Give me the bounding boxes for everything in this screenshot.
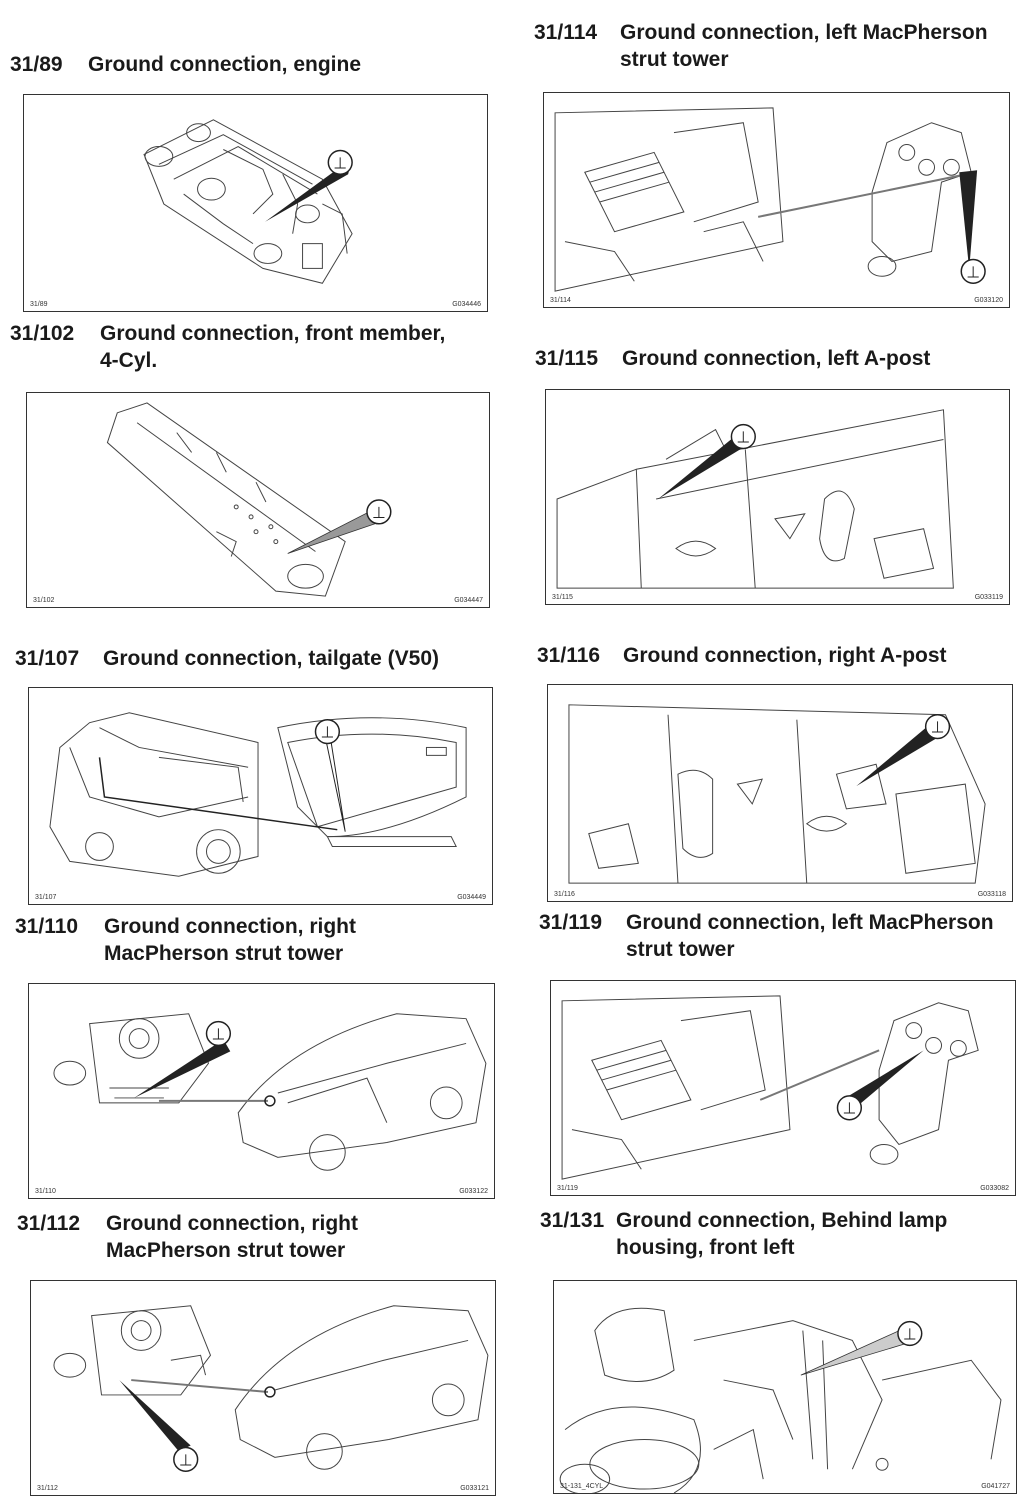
figure-code: G034447 bbox=[454, 597, 483, 604]
figure-code: G033118 bbox=[977, 891, 1006, 898]
figure-31-112: ⊥ 31/112 G033121 bbox=[30, 1280, 496, 1496]
figure-label: 31/115 bbox=[552, 594, 573, 601]
figure-label: 31/114 bbox=[550, 297, 571, 304]
figure-31-107: ⊥ 31/107 G034449 bbox=[28, 687, 493, 905]
ground-symbol-icon: ⊥ bbox=[366, 499, 392, 525]
section-title: Ground connection, right bbox=[106, 1212, 358, 1235]
figure-31-89: ⊥ 31/89 G034446 bbox=[23, 94, 488, 312]
section-number: 31/114 bbox=[534, 21, 598, 44]
section-number: 31/110 bbox=[15, 915, 79, 938]
strut-tower-right-alt-illustration: ⊥ bbox=[53, 1305, 489, 1472]
ground-symbol-icon: ⊥ bbox=[205, 1020, 232, 1047]
figure-code: G033120 bbox=[974, 297, 1003, 304]
section-number: 31/107 bbox=[15, 647, 80, 670]
ground-symbol-icon: ⊥ bbox=[730, 423, 756, 450]
figure-31-131: ⊥ 31-131_4CYL G041727 bbox=[553, 1280, 1017, 1494]
figure-31-119: ⊥ 31/119 G033082 bbox=[550, 980, 1016, 1196]
section-number: 31/89 bbox=[10, 53, 63, 76]
figure-label: 31/107 bbox=[35, 894, 57, 901]
section-number: 31/102 bbox=[10, 322, 75, 345]
section-number: 31/119 bbox=[539, 911, 603, 934]
figure-31-116: ⊥ 31/116 G033118 bbox=[547, 684, 1013, 902]
section-title-line2: housing, front left bbox=[616, 1236, 795, 1259]
section-title: Ground connection, front member, bbox=[100, 322, 446, 345]
lamp-housing-illustration: ⊥ bbox=[559, 1307, 1002, 1493]
section-number: 31/116 bbox=[537, 644, 601, 667]
figure-31-110: ⊥ 31/110 G033122 bbox=[28, 983, 495, 1199]
figure-code: G041727 bbox=[981, 1483, 1010, 1490]
section-title-line2: MacPherson strut tower bbox=[104, 942, 344, 965]
figure-code: G033121 bbox=[460, 1485, 489, 1492]
figure-code: G033082 bbox=[980, 1185, 1009, 1192]
tailgate-illustration: ⊥ bbox=[49, 712, 467, 877]
section-title-line2: MacPherson strut tower bbox=[106, 1239, 346, 1262]
front-member-illustration: ⊥ bbox=[106, 402, 392, 597]
figure-label: 31/112 bbox=[37, 1485, 58, 1492]
figure-code: G033119 bbox=[974, 594, 1003, 601]
section-title: Ground connection, left A-post bbox=[622, 347, 931, 370]
ground-symbol-icon: ⊥ bbox=[897, 1320, 923, 1347]
figure-31-114: ⊥ 31/114 G033120 bbox=[543, 92, 1010, 308]
ground-symbol-icon: ⊥ bbox=[173, 1446, 199, 1472]
figure-code: G033122 bbox=[459, 1188, 488, 1195]
section-number: 31/115 bbox=[535, 347, 599, 370]
figure-31-102: ⊥ 31/102 G034447 bbox=[26, 392, 490, 608]
svg-text:⊥: ⊥ bbox=[903, 1324, 917, 1343]
section-number: 31/131 bbox=[540, 1209, 605, 1232]
section-title: Ground connection, Behind lamp bbox=[616, 1209, 948, 1232]
figure-label: 31-131_4CYL bbox=[560, 1483, 604, 1490]
strut-tower-left-illustration: ⊥ bbox=[554, 107, 986, 292]
strut-tower-right-illustration: ⊥ bbox=[53, 1013, 487, 1171]
ground-symbol-icon: ⊥ bbox=[327, 149, 353, 176]
ground-symbol-icon: ⊥ bbox=[924, 713, 951, 740]
section-title: Ground connection, left MacPherson bbox=[620, 21, 988, 44]
section-title: Ground connection, right bbox=[104, 915, 356, 938]
svg-text:⊥: ⊥ bbox=[736, 428, 750, 447]
figure-code: G034449 bbox=[457, 894, 486, 901]
figure-31-115: ⊥ 31/115 G033119 bbox=[545, 389, 1010, 605]
section-title-line2: strut tower bbox=[620, 48, 729, 71]
svg-text:⊥: ⊥ bbox=[333, 153, 347, 172]
section-title-line2: 4-Cyl. bbox=[100, 349, 158, 372]
figure-label: 31/116 bbox=[554, 891, 575, 898]
a-post-left-illustration: ⊥ bbox=[556, 409, 954, 589]
section-title: Ground connection, left MacPherson bbox=[626, 911, 994, 934]
svg-text:⊥: ⊥ bbox=[842, 1099, 856, 1118]
section-title: Ground connection, right A-post bbox=[623, 644, 947, 667]
engine-illustration: ⊥ bbox=[143, 119, 353, 284]
ground-symbol-icon: ⊥ bbox=[960, 258, 986, 284]
svg-text:⊥: ⊥ bbox=[179, 1450, 193, 1469]
svg-text:⊥: ⊥ bbox=[966, 262, 980, 281]
svg-text:⊥: ⊥ bbox=[931, 718, 945, 737]
ground-symbol-icon: ⊥ bbox=[836, 1095, 863, 1121]
a-post-right-illustration: ⊥ bbox=[568, 704, 986, 884]
section-title: Ground connection, engine bbox=[88, 53, 361, 76]
figure-code: G034446 bbox=[452, 301, 481, 308]
svg-text:⊥: ⊥ bbox=[320, 723, 334, 742]
figure-label: 31/119 bbox=[557, 1185, 578, 1192]
section-title-line2: strut tower bbox=[626, 938, 735, 961]
section-number: 31/112 bbox=[17, 1212, 81, 1235]
ground-symbol-icon: ⊥ bbox=[314, 718, 341, 745]
section-title: Ground connection, tailgate (V50) bbox=[103, 647, 440, 670]
figure-label: 31/102 bbox=[33, 597, 55, 604]
figure-label: 31/110 bbox=[35, 1188, 56, 1195]
svg-text:⊥: ⊥ bbox=[372, 503, 386, 522]
figure-label: 31/89 bbox=[30, 301, 48, 308]
svg-text:⊥: ⊥ bbox=[211, 1024, 225, 1043]
strut-tower-left-alt-illustration: ⊥ bbox=[561, 995, 979, 1180]
